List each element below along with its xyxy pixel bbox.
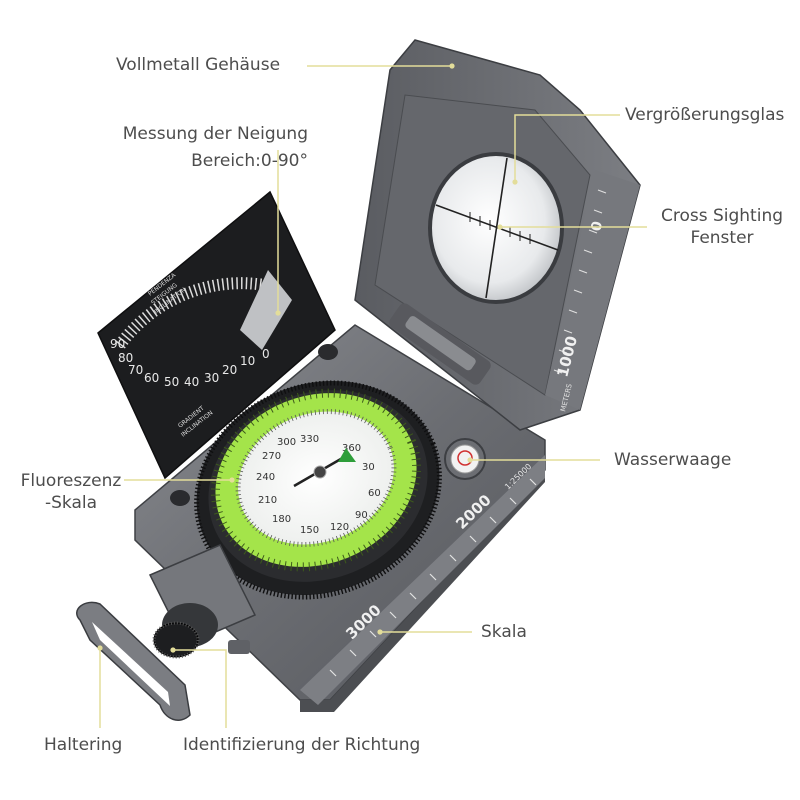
dial-num-360: 360 <box>342 443 361 454</box>
label-wasserwaage: Wasserwaage <box>614 450 732 470</box>
ruler-ticks <box>329 478 537 677</box>
dial-num-180: 180 <box>272 514 291 525</box>
clino-num-40: 40 <box>184 375 199 389</box>
dial-num-30: 30 <box>362 462 375 473</box>
lid-ruler-ticks <box>553 189 607 374</box>
label-cross-line1: Cross Sighting <box>660 206 784 226</box>
clino-num-20: 20 <box>222 363 237 377</box>
clino-num-10: 10 <box>240 354 255 368</box>
dial-numbers: 330 360 30 60 90 120 150 180 210 240 270… <box>256 434 381 536</box>
label-fluoreszenz-line2: -Skala <box>44 493 98 513</box>
dial-num-150: 150 <box>300 525 319 536</box>
label-identifizierung-richtung: Identifizierung der Richtung <box>183 735 421 755</box>
dial-num-300: 300 <box>277 437 296 448</box>
compass-capsule: 330 360 30 60 90 120 150 180 210 240 270… <box>194 380 442 600</box>
clino-num-60: 60 <box>144 371 159 385</box>
dial-num-270: 270 <box>262 451 281 462</box>
label-vollmetall-gehaeuse: Vollmetall Gehäuse <box>116 55 281 75</box>
label-cross-line2: Fenster <box>690 228 754 248</box>
compass-dial <box>238 411 394 545</box>
clino-scale-numbers: 90 80 70 60 50 40 30 20 10 0 <box>110 337 270 389</box>
label-skala: Skala <box>481 622 527 642</box>
label-messung-neigung: Messung der Neigung Bereich:0-90° <box>123 123 308 172</box>
clino-num-30: 30 <box>204 371 219 385</box>
lid-ruler-zero: 0 <box>588 219 606 233</box>
dial-num-330: 330 <box>300 434 319 445</box>
label-neigung-line2: Bereich:0-90° <box>191 151 308 171</box>
dial-num-240: 240 <box>256 472 275 483</box>
clinometer-plate: 90 80 70 60 50 40 30 20 10 0 PENDENZA ST… <box>97 190 336 480</box>
leader-identifizierung <box>173 649 227 728</box>
leader-vergroesserung <box>514 114 620 182</box>
north-arrow <box>338 448 356 462</box>
holding-ring <box>76 601 191 721</box>
dial-num-210: 210 <box>258 495 277 506</box>
sighting-lid: 1000 0 METERS <box>354 39 641 431</box>
clino-num-90: 90 <box>110 337 125 351</box>
leader-dots <box>97 63 518 653</box>
leader-lines <box>99 65 647 728</box>
label-fluoreszenz-skala: Fluoreszenz -Skala <box>14 470 128 514</box>
dial-num-90: 90 <box>355 510 368 521</box>
sighting-knob <box>148 544 257 659</box>
clino-num-80: 80 <box>118 351 133 365</box>
clino-num-70: 70 <box>128 363 143 377</box>
dial-num-120: 120 <box>330 522 349 533</box>
label-haltering: Haltering <box>44 735 123 755</box>
dial-num-60: 60 <box>368 488 381 499</box>
bubble-level <box>444 438 486 480</box>
label-cross-sighting: Cross Sighting Fenster <box>652 205 792 249</box>
label-neigung-line1: Messung der Neigung <box>122 124 308 144</box>
label-vergroesserungsglas: Vergrößerungsglas <box>625 105 785 125</box>
clino-num-50: 50 <box>164 375 179 389</box>
clino-num-0: 0 <box>262 347 270 361</box>
label-fluoreszenz-line1: Fluoreszenz <box>20 471 122 491</box>
